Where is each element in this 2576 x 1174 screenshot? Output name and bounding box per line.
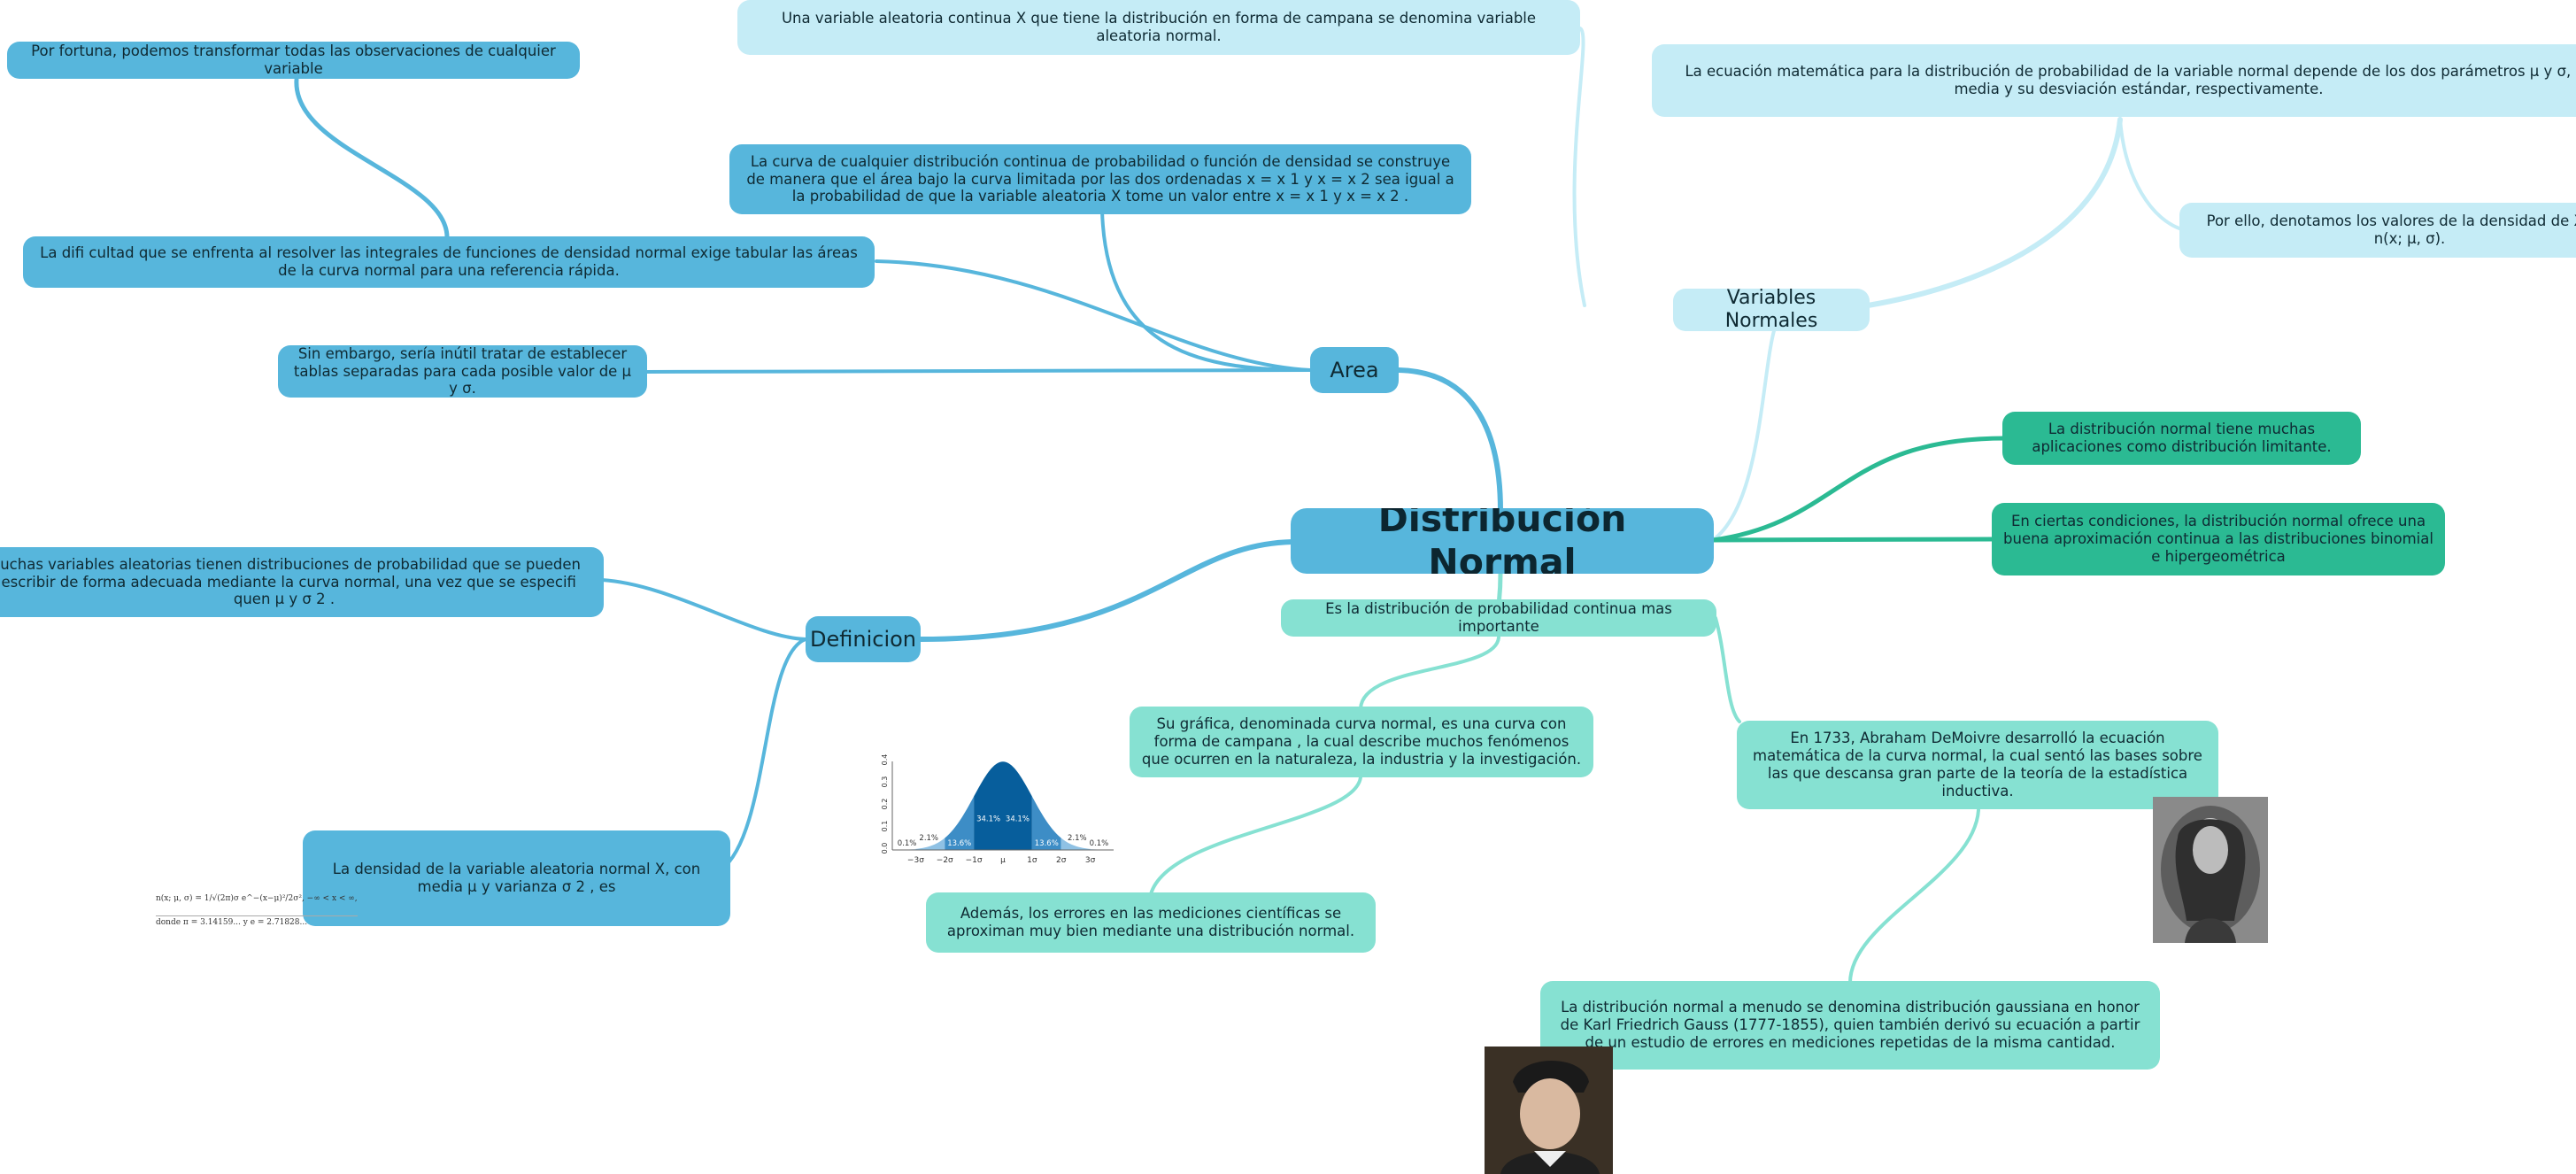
- bell-band-label: 0.1%: [1090, 839, 1109, 848]
- bell-x-tick: −2σ: [937, 856, 953, 865]
- aplicaciones-node-limiting[interactable]: La distribución normal tiene muchas apli…: [2002, 412, 2361, 465]
- aplicaciones-node-approximation[interactable]: En ciertas condiciones, la distribución …: [1992, 503, 2445, 575]
- variables-node-parameters[interactable]: La ecuación matemática para la distribuc…: [1652, 44, 2576, 117]
- bell-band-label: 2.1%: [919, 834, 938, 843]
- variables-hub[interactable]: Variables Normales: [1673, 289, 1870, 331]
- bell-y-tick: 0.4: [881, 754, 889, 766]
- bell-band-2: [945, 796, 975, 850]
- definicion-node-variables[interactable]: Muchas variables aleatorias tienen distr…: [0, 547, 604, 617]
- bell-band-label: 34.1%: [976, 815, 1000, 824]
- importante-hub[interactable]: Es la distribución de probabilidad conti…: [1281, 599, 1716, 637]
- bell-x-tick: 3σ: [1085, 856, 1096, 865]
- area-node-tables[interactable]: Sin embargo, sería inútil tratar de esta…: [278, 345, 647, 398]
- bell-band-6: [1060, 838, 1091, 850]
- bell-y-tick: 0.0: [881, 843, 889, 854]
- bell-y-tick: 0.2: [881, 799, 889, 810]
- bell-x-tick: −1σ: [966, 856, 983, 865]
- bell-band-1: [915, 838, 945, 850]
- bell-x-tick: μ: [1000, 856, 1006, 865]
- bell-x-tick: 2σ: [1056, 856, 1067, 865]
- area-hub[interactable]: Area: [1310, 347, 1399, 393]
- importante-node-demoivre[interactable]: En 1733, Abraham DeMoivre desarrolló la …: [1737, 721, 2218, 809]
- gauss-portrait: [1485, 1047, 1613, 1174]
- variables-node-notation[interactable]: Por ello, denotamos los valores de la de…: [2179, 203, 2576, 258]
- area-node-curve[interactable]: La curva de cualquier distribución conti…: [729, 144, 1471, 214]
- bell-band-5: [1031, 796, 1061, 850]
- bell-y-tick: 0.1: [881, 821, 889, 832]
- variables-node-bell[interactable]: Una variable aleatoria continua X que ti…: [737, 0, 1580, 55]
- bell-band-label: 2.1%: [1068, 834, 1087, 843]
- definicion-hub[interactable]: Definicion: [806, 616, 921, 662]
- importante-node-errors[interactable]: Además, los errores en las mediciones ci…: [926, 892, 1376, 953]
- definicion-node-density[interactable]: La densidad de la variable aleatoria nor…: [303, 830, 730, 926]
- bell-band-4: [1003, 761, 1032, 850]
- importante-node-curve[interactable]: Su gráfica, denominada curva normal, es …: [1130, 707, 1593, 777]
- area-node-transform[interactable]: Por fortuna, podemos transformar todas l…: [7, 42, 580, 79]
- importante-node-gauss[interactable]: La distribución normal a menudo se denom…: [1540, 981, 2160, 1070]
- bell-x-tick: −3σ: [907, 856, 924, 865]
- density-formula-equation: n(x; μ, σ) = 1/√(2π)σ e^−(x−μ)²/2σ², −∞ …: [156, 894, 358, 903]
- bell-y-tick: 0.3: [881, 776, 889, 788]
- bell-band-label: 13.6%: [1035, 839, 1059, 848]
- bell-band-label: 0.1%: [898, 839, 917, 848]
- bell-band-3: [974, 761, 1003, 850]
- demoivre-portrait: [2153, 797, 2268, 943]
- bell-x-tick: 1σ: [1027, 856, 1037, 865]
- central-topic[interactable]: Distribución Normal: [1291, 508, 1714, 574]
- density-formula-note: donde π = 3.14159... y e = 2.71828...: [156, 915, 358, 927]
- area-node-difficulty[interactable]: La difi cultad que se enfrenta al resolv…: [23, 236, 875, 288]
- density-formula: n(x; μ, σ) = 1/√(2π)σ e^−(x−μ)²/2σ², −∞ …: [156, 894, 358, 927]
- bell-band-label: 34.1%: [1006, 815, 1030, 824]
- bell-band-label: 13.6%: [947, 839, 971, 848]
